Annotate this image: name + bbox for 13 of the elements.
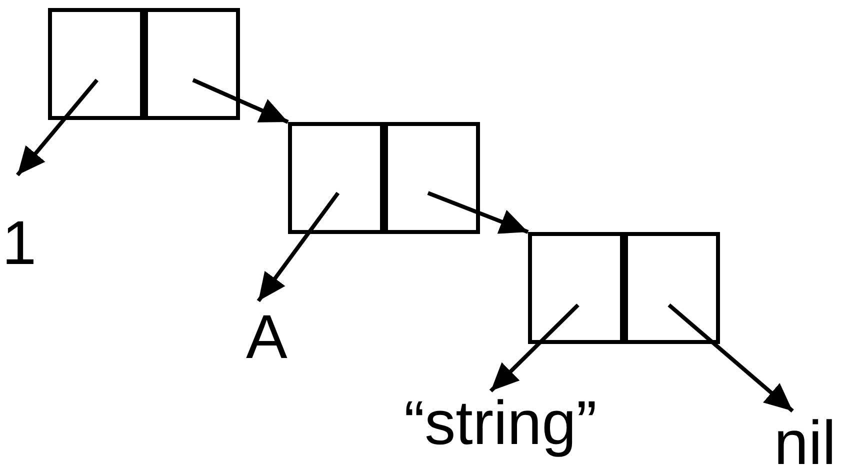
value-label: “string” [404, 393, 597, 455]
pointer-arrow [192, 78, 289, 124]
pointer-arrow [668, 303, 794, 413]
pointer-arrow [489, 304, 580, 392]
pointer-arrow [256, 192, 340, 302]
value-label: nil [774, 413, 836, 472]
pointer-arrow [16, 78, 99, 176]
cons-cell-box [288, 122, 480, 234]
cons-cell-box [528, 232, 720, 344]
value-label: A [246, 307, 288, 369]
pointer-arrow [427, 191, 529, 234]
value-label: 1 [2, 213, 36, 275]
cons-cell-box [48, 8, 240, 120]
